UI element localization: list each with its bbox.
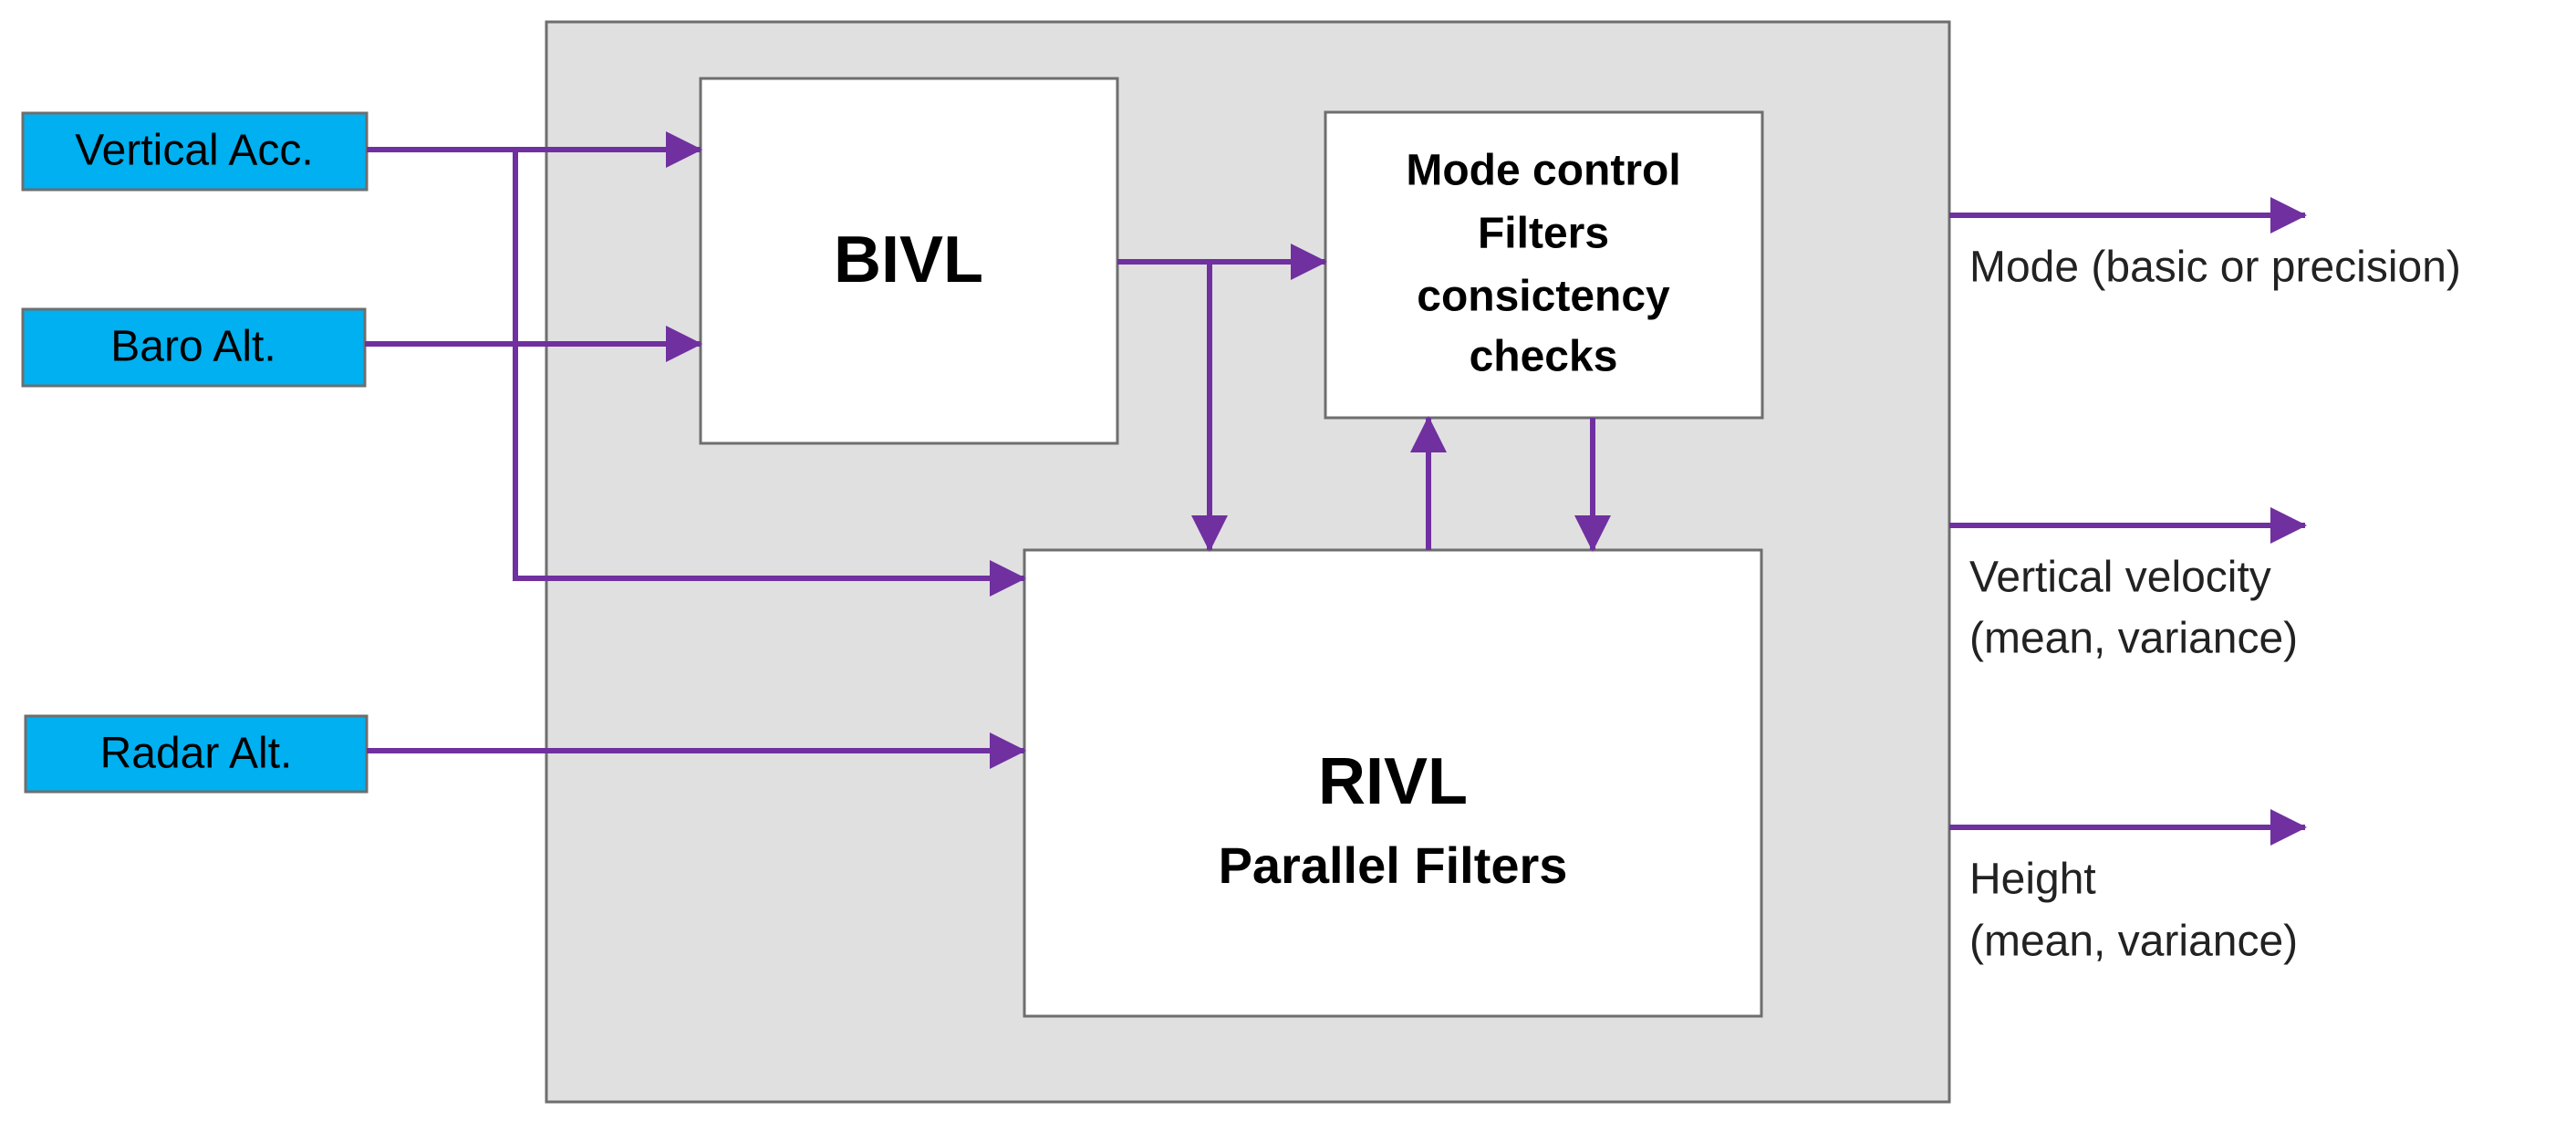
rivl-block: RIVL Parallel Filters (1023, 548, 1763, 1018)
output-vertical-velocity-line-2: (mean, variance) (1969, 615, 2298, 663)
output-mode: Mode (basic or precision) (1969, 244, 2461, 292)
input-radar-alt-label: Radar Alt. (100, 730, 293, 778)
mode-control-line-1: Mode control (1406, 147, 1680, 195)
bivl-title: BIVL (834, 223, 983, 296)
output-height-line-2: (mean, variance) (1969, 918, 2298, 966)
mode-control-line-4: checks (1470, 333, 1618, 381)
rivl-subtitle: Parallel Filters (1219, 836, 1568, 894)
connectors (365, 131, 2307, 846)
rivl-title: RIVL (1318, 745, 1468, 818)
input-vertical-acc-label: Vertical Acc. (75, 127, 313, 175)
input-baro-alt: Baro Alt. (21, 307, 367, 388)
input-radar-alt: Radar Alt. (24, 714, 369, 794)
mode-control-block: Mode control Filters consictency checks (1324, 110, 1764, 420)
mode-control-line-2: Filters (1478, 210, 1609, 258)
output-vertical-velocity: Vertical velocity (mean, variance) (1969, 554, 2298, 663)
output-height: Height (mean, variance) (1969, 856, 2298, 966)
output-vertical-velocity-line-1: Vertical velocity (1969, 554, 2271, 602)
input-baro-alt-label: Baro Alt. (110, 323, 275, 371)
input-vertical-acc: Vertical Acc. (21, 111, 369, 192)
bivl-block: BIVL (699, 77, 1119, 445)
mode-control-line-3: consictency (1417, 273, 1670, 321)
arrow-vertical-acc-to-rivl (513, 150, 1026, 597)
output-mode-label: Mode (basic or precision) (1969, 244, 2461, 292)
output-height-line-1: Height (1969, 856, 2096, 904)
